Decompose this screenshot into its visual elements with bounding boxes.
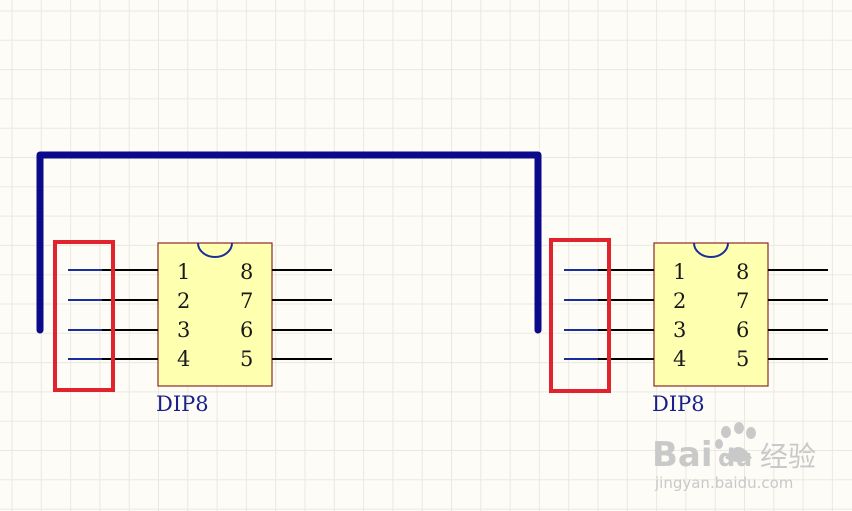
watermark-brand-cn: 经验 — [760, 440, 816, 473]
pin-number: 1 — [673, 260, 686, 284]
component-label: DIP8 — [652, 392, 705, 416]
pin-stubs — [68, 269, 102, 360]
dip8-body[interactable] — [157, 242, 273, 387]
pin1-notch-icon — [197, 242, 233, 258]
dip8-body[interactable] — [653, 242, 769, 387]
highlight-box — [53, 240, 115, 392]
pin-stubs — [564, 269, 598, 360]
pin-number: 8 — [736, 260, 749, 284]
pin-number: 8 — [240, 260, 253, 284]
pin-lines — [100, 269, 332, 360]
pin-number: 2 — [673, 289, 686, 313]
pin-number: 4 — [673, 347, 686, 371]
pin1-notch-icon — [693, 242, 729, 258]
watermark-brand-du: du — [718, 444, 752, 472]
pin-number: 7 — [240, 289, 253, 313]
pin-number: 6 — [240, 318, 253, 342]
pin-number: 1 — [177, 260, 190, 284]
dip8-component[interactable]: 1 2 3 4 8 7 6 5 DIP8 — [549, 238, 828, 416]
pin-number: 5 — [736, 347, 749, 371]
watermark-brand: Bai — [652, 435, 713, 475]
baidu-watermark: Bai du 经验 jingyan.baidu.com — [652, 422, 816, 492]
pin-number: 6 — [736, 318, 749, 342]
pin-lines — [596, 269, 828, 360]
pin-number: 3 — [673, 318, 686, 342]
paw-icon — [715, 422, 756, 462]
pin-number: 2 — [177, 289, 190, 313]
pin-number: 3 — [177, 318, 190, 342]
dip8-component[interactable]: 1 2 3 4 8 7 6 5 DIP8 — [53, 240, 332, 416]
component-label: DIP8 — [156, 392, 209, 416]
connection-wire[interactable] — [36, 151, 542, 334]
pin-number: 7 — [736, 289, 749, 313]
pin-number: 4 — [177, 347, 190, 371]
pin-number: 5 — [240, 347, 253, 371]
watermark-url: jingyan.baidu.com — [654, 474, 793, 492]
highlight-box — [549, 238, 611, 393]
